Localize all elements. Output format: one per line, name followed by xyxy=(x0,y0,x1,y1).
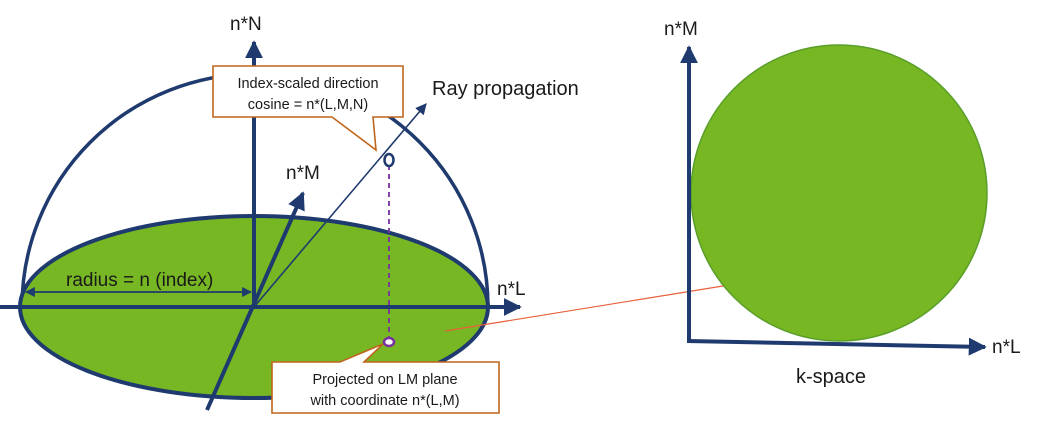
callout-bottom-shape xyxy=(271,343,500,414)
callout-bottom-line1: Projected on LM plane xyxy=(312,372,457,388)
callout-bottom-line2: with coordinate n*(L,M) xyxy=(309,393,459,409)
callout-bottom: Projected on LM plane with coordinate n*… xyxy=(271,343,500,414)
left-diagram: Index-scaled direction cosine = n*(L,M,N… xyxy=(0,14,579,414)
label-k-space: k-space xyxy=(796,366,866,388)
label-nl-right: n*L xyxy=(992,337,1021,358)
callout-top-line1: Index-scaled direction xyxy=(237,76,378,92)
mapping-arrow xyxy=(444,277,761,332)
axis-nl-right xyxy=(686,337,987,356)
projected-point-marker xyxy=(382,336,396,348)
ray-propagation-line xyxy=(253,103,427,308)
right-diagram: n*M n*L k-space xyxy=(664,19,1021,388)
k-space-disc xyxy=(690,44,988,342)
label-radius: radius = n (index) xyxy=(66,270,213,291)
label-nm-left: n*M xyxy=(286,163,320,184)
label-ray-propagation: Ray propagation xyxy=(432,78,579,100)
label-nl-left: n*L xyxy=(497,279,526,300)
label-nm-right: n*M xyxy=(664,19,698,40)
callout-top: Index-scaled direction cosine = n*(L,M,N… xyxy=(212,65,404,152)
label-nn: n*N xyxy=(230,14,262,35)
surface-point-marker xyxy=(383,152,395,168)
callout-top-shape xyxy=(212,65,404,152)
callout-top-line2: cosine = n*(L,M,N) xyxy=(248,97,368,113)
axis-nm-left xyxy=(205,191,305,411)
